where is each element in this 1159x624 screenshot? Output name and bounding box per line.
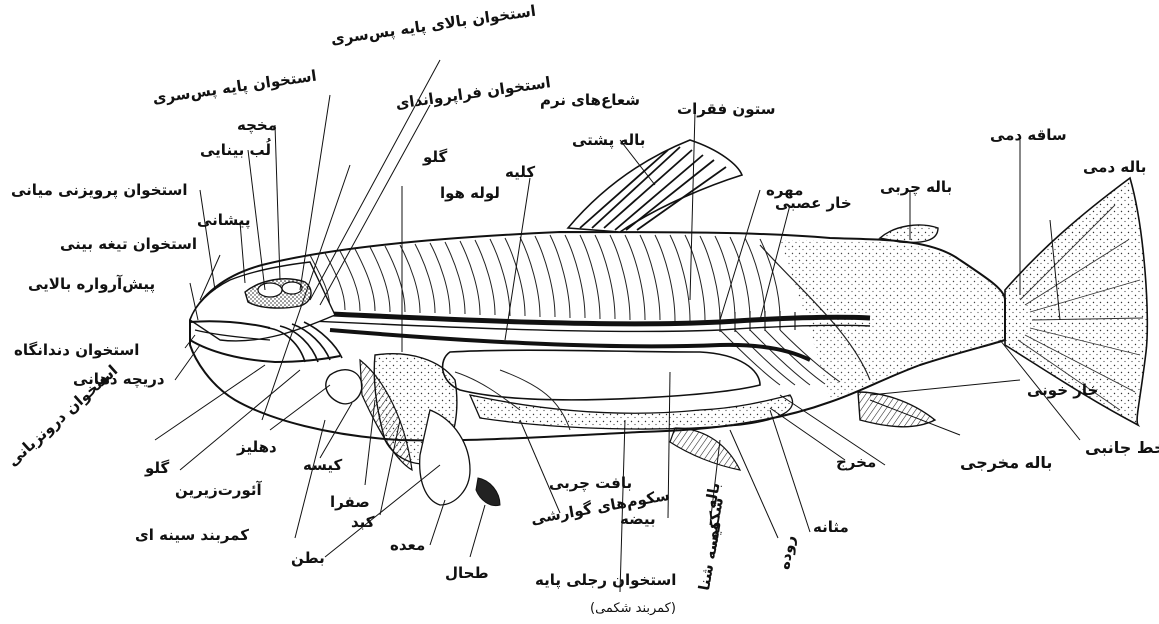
label-adipose-fin: باله چربی [880,180,952,195]
pelvic-fin [670,428,740,470]
label-pharynx-top: گلو [423,150,447,165]
label-atrium: دهلیز [237,440,277,455]
label-dentary: استخوان دندانگاه [14,343,139,358]
label-liver: کبد [351,515,375,530]
label-stomach: معده [390,538,425,553]
label-kidney: کلیه [505,165,535,180]
label-soft-rays: شعاع‌های نرم [540,93,640,108]
label-caudal-fin: باله دمی [1083,160,1146,175]
label-ventricle: بطن [291,551,325,566]
label-spleen: طحال [445,566,489,581]
label-frontal: پیشانی [197,213,250,228]
label-premaxilla: پیش‌آرواره بالایی [28,277,155,292]
label-neural-spine: خار عصبی [775,196,852,211]
label-gallbladder: صفرا [330,495,370,510]
label-pharynx-bottom: گلو [145,461,169,476]
label-ovary: بیضه [620,512,656,527]
label-haemal-spine: خار خونی [1027,383,1098,398]
label-adipose-tissue: بافت چربی [549,476,632,491]
spleen [476,478,500,506]
anal-fin [858,392,935,427]
label-anus: مخرج [836,455,876,470]
label-caudal-peduncle: ساقه دمی [990,128,1067,143]
adipose-fin [880,225,938,242]
label-anal-fin: باله مخرجی [960,455,1052,471]
swim-bladder [443,350,760,400]
label-pelvic-bone: استخوان رجلی پایه [535,573,676,588]
label-air-duct: لوله هوا [440,186,500,201]
label-optic-lobe: لُب بینایی [200,143,271,158]
label-lateral-line: خط جانبی [1085,440,1159,456]
label-dorsal-fin: باله پشتی [572,133,645,148]
label-cyst: کیسه [303,458,342,473]
label-ventral-aorta: آئورت‌زیرین [175,483,262,498]
label-vomer: استخوان تیغه بینی [60,237,197,252]
label-parasphenoid: استخوان پرویزنی میانی [11,183,188,198]
label-pectoral-girdle: کمربند سینه ای [135,528,249,543]
label-pelvic-girdle-note: (کمربند شکمی) [590,602,676,615]
label-cerebellum: مخچه [237,118,277,133]
label-urinary-bladder: مثانه [813,520,849,535]
label-vertebral-column: ستون فقرات [677,102,775,117]
